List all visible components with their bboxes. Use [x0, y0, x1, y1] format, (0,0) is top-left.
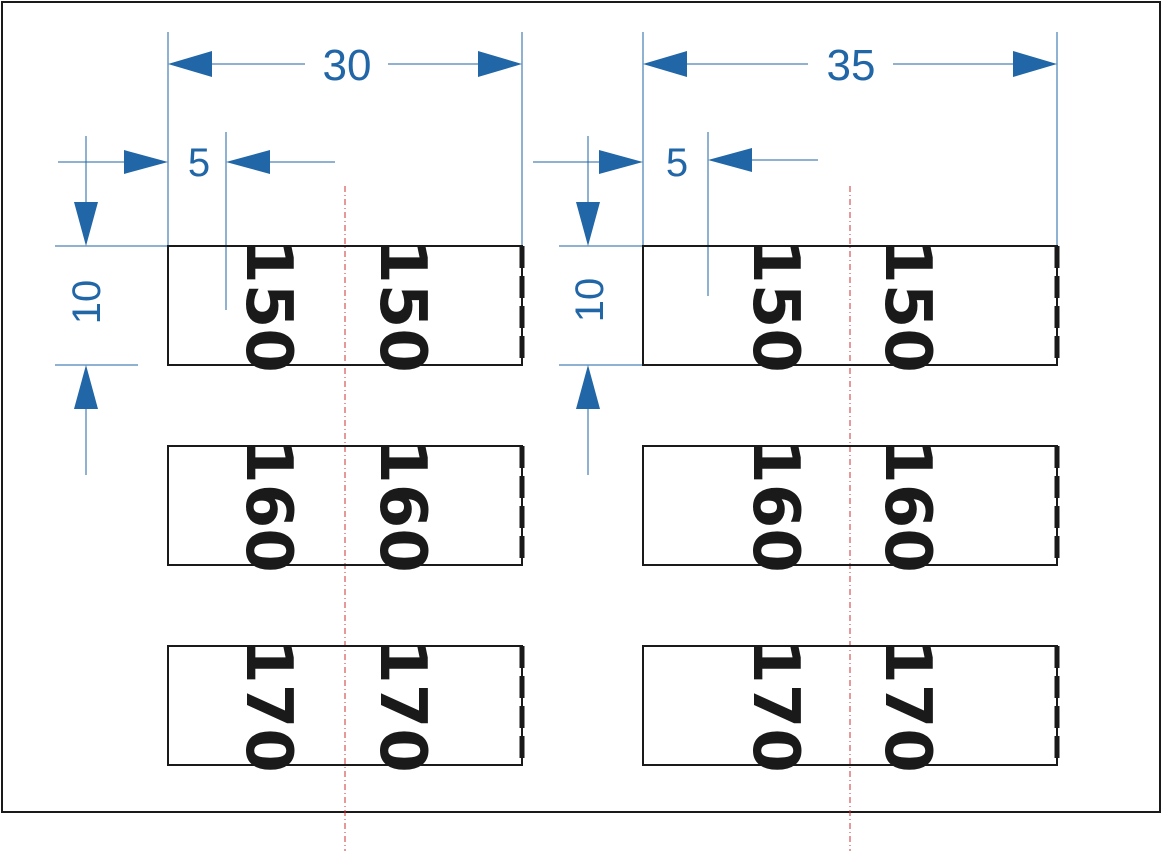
- arrow-left-icon: [226, 150, 270, 174]
- arrow-right-icon: [478, 51, 522, 77]
- left-label-1: 150 150: [167, 239, 525, 373]
- left-label-3: 170 170: [167, 639, 525, 773]
- left-group: 30 5 10 150 150: [55, 32, 525, 851]
- outer-frame: [1, 1, 1161, 813]
- right-label-3: 170 170: [642, 639, 1060, 773]
- label-text-rotated-cw: 170: [738, 639, 812, 773]
- left-label-2: 160 160: [167, 439, 525, 573]
- arrow-up-icon: [74, 365, 98, 409]
- label-text-rotated-cw: 160: [870, 439, 944, 573]
- label-text-rotated-cw: 160: [365, 439, 439, 573]
- left-width-dimension: [167, 32, 523, 248]
- right-label-1: 150 150: [642, 239, 1060, 373]
- arrow-left-icon: [168, 51, 212, 77]
- right-width-dimension: [642, 32, 1058, 248]
- arrow-right-icon: [599, 150, 643, 174]
- right-label-2: 160 160: [642, 439, 1060, 573]
- label-text-rotated-cw: 150: [738, 239, 812, 373]
- right-offset-dimension: [533, 132, 818, 296]
- label-text-rotated-cw: 170: [870, 639, 944, 773]
- arrow-down-icon: [576, 202, 600, 246]
- right-width-value: 35: [827, 41, 876, 90]
- label-text-rotated-cw: 150: [231, 239, 305, 373]
- right-offset-value: 5: [666, 141, 688, 185]
- left-width-value: 30: [323, 41, 372, 90]
- label-text-rotated-cw: 150: [365, 239, 439, 373]
- label-text-rotated-cw: 170: [231, 639, 305, 773]
- label-text-rotated-cw: 160: [738, 439, 812, 573]
- label-text-rotated-cw: 160: [231, 439, 305, 573]
- arrow-right-icon: [124, 150, 168, 174]
- left-offset-value: 5: [188, 141, 210, 185]
- arrow-left-icon: [643, 51, 687, 77]
- left-height-value: 10: [65, 280, 109, 325]
- right-height-value: 10: [568, 278, 612, 323]
- arrow-left-icon: [708, 148, 752, 172]
- left-height-dimension: [55, 136, 168, 475]
- right-height-dimension: [559, 136, 643, 475]
- left-offset-dimension: [58, 132, 335, 310]
- right-group: 35 5 10 150 150: [533, 32, 1060, 851]
- label-text-rotated-cw: 150: [870, 239, 944, 373]
- arrow-down-icon: [74, 202, 98, 246]
- arrow-right-icon: [1013, 51, 1057, 77]
- arrow-up-icon: [576, 365, 600, 409]
- label-text-rotated-cw: 170: [365, 639, 439, 773]
